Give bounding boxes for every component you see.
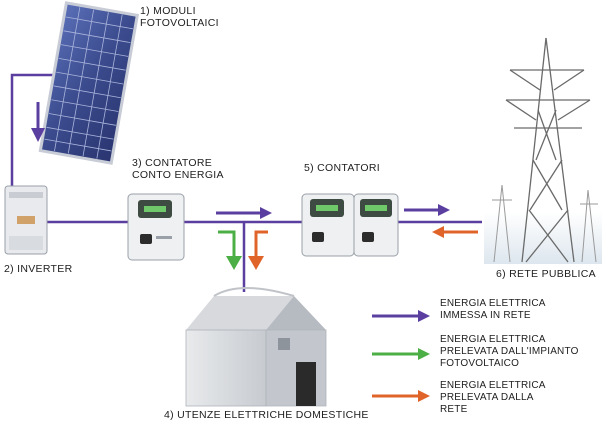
label-contatore-line-2: CONTO ENERGIA: [132, 169, 224, 181]
label-utenze: 4) UTENZE ELETTRICHE DOMESTICHE: [164, 409, 369, 421]
legend-arrow-rete: [372, 390, 430, 402]
legend-fotovoltaico-line-2: PRELEVATA DALL'IMPIANTO: [440, 346, 579, 357]
legend-fotovoltaico-line-3: FOTOVOLTAICO: [440, 358, 520, 369]
legend-item-immessa: ENERGIA ELETTRICA IMMESSA IN RETE: [440, 298, 546, 322]
arrow-prelevata-rete: [432, 226, 478, 238]
wire-panel-inverter: [10, 73, 58, 188]
label-contatore-line-1: 3) CONTATORE: [132, 157, 213, 169]
legend-item-rete: ENERGIA ELETTRICA PRELEVATA DALLA RETE: [440, 380, 546, 416]
arrow-panel-down: [31, 102, 45, 142]
inverter: [4, 185, 48, 255]
label-inverter: 2) INVERTER: [4, 263, 72, 275]
solar-panel: [38, 1, 140, 165]
legend-item-fotovoltaico: ENERGIA ELETTRICA PRELEVATA DALL'IMPIANT…: [440, 334, 579, 370]
arrow-down-fotovoltaico: [218, 230, 242, 270]
meter-contatori-1: [301, 193, 355, 257]
label-moduli: 1) MODULI FOTOVOLTAICI: [140, 5, 219, 29]
legend-rete-line-1: ENERGIA ELETTRICA: [440, 380, 546, 391]
label-utenze-text: 4) UTENZE ELETTRICHE DOMESTICHE: [164, 409, 369, 421]
power-pylon: [484, 37, 602, 264]
legend-arrow-fotovoltaico: [372, 348, 430, 360]
label-rete-text: 6) RETE PUBBLICA: [496, 268, 596, 280]
legend-immessa-line-1: ENERGIA ELETTRICA: [440, 298, 546, 309]
legend-rete-line-2: PRELEVATA DALLA: [440, 392, 534, 403]
meter-conto-energia: [127, 193, 185, 261]
arrow-down-rete: [248, 230, 268, 270]
arrow-immessa-2: [404, 204, 450, 216]
legend-rete-line-3: RETE: [440, 404, 468, 415]
house: [185, 287, 327, 407]
label-rete-pubblica: 6) RETE PUBBLICA: [496, 268, 596, 280]
label-moduli-line-2: FOTOVOLTAICI: [140, 17, 219, 29]
legend-arrow-immessa: [372, 310, 430, 322]
legend-fotovoltaico-line-1: ENERGIA ELETTRICA: [440, 334, 546, 345]
meter-contatori-2: [353, 193, 399, 257]
label-contatori: 5) CONTATORI: [304, 162, 380, 174]
legend-immessa-line-2: IMMESSA IN RETE: [440, 310, 531, 321]
wires: [10, 73, 482, 292]
label-inverter-text: 2) INVERTER: [4, 263, 73, 275]
arrow-immessa-1: [216, 207, 272, 219]
label-contatori-text: 5) CONTATORI: [304, 162, 380, 174]
label-moduli-line-1: 1) MODULI: [140, 5, 196, 17]
label-contatore-conto-energia: 3) CONTATORE CONTO ENERGIA: [132, 157, 224, 181]
